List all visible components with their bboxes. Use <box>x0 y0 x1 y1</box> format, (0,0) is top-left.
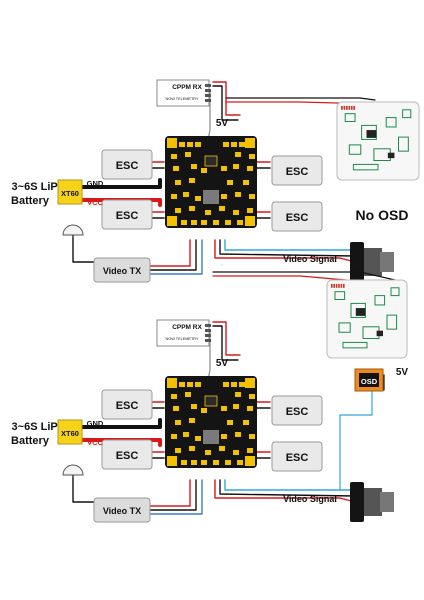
antenna-icon <box>62 464 84 485</box>
esc-rear-right: ESC <box>271 441 323 472</box>
osd-module-icon: OSD <box>354 368 384 392</box>
esc-front-right: ESC <box>271 395 323 426</box>
vcc-label: VCC <box>87 198 103 207</box>
esc-body <box>101 149 153 180</box>
receiver-subtitle: NOW TELEMETRY <box>166 97 199 101</box>
wires <box>72 81 376 275</box>
esc-body <box>271 395 323 426</box>
esc-front-right: ESC <box>271 155 323 186</box>
esc-label: ESC <box>116 450 139 462</box>
esc-body <box>271 441 323 472</box>
wires <box>72 264 396 515</box>
esc-label: ESC <box>286 166 309 178</box>
no-osd-label: No OSD <box>356 207 409 223</box>
rx-power-wire <box>212 321 241 356</box>
power-distribution-board <box>165 136 257 228</box>
esc-front-left: ESC <box>101 149 153 180</box>
esc-body <box>101 439 153 470</box>
esc-body <box>101 199 153 230</box>
esc-label: ESC <box>286 212 309 224</box>
esc-body <box>271 201 323 232</box>
video-signal-wire <box>149 239 203 275</box>
osd-voltage-label: 5V <box>396 367 409 378</box>
esc-label: ESC <box>286 406 309 418</box>
video-signal-label: Video Signal <box>283 494 337 504</box>
battery-label-line1: 3~6S LiPo <box>12 181 65 193</box>
camera-icon <box>350 482 394 522</box>
video-tx-label: Video TX <box>103 506 141 516</box>
flight-controller-icon <box>326 279 408 359</box>
regulator-chip <box>203 190 219 204</box>
osd-label: OSD <box>361 377 378 386</box>
panel-no-osd: CPPM RX NOW TELEMETRY 5V ESC ESC ESC ESC 3~6S L… <box>11 79 420 283</box>
video-tx: Video TX <box>93 257 151 283</box>
esc-label: ESC <box>116 210 139 222</box>
video-tx: Video TX <box>93 497 151 523</box>
board-body <box>165 136 257 228</box>
receiver-subtitle: NOW TELEMETRY <box>166 337 199 341</box>
power-distribution-board <box>165 376 257 468</box>
receiver-title: CPPM RX <box>172 84 202 91</box>
rx-voltage-label: 5V <box>216 118 229 129</box>
camera-icon <box>350 242 394 282</box>
video-tx-body <box>93 497 151 523</box>
regulator-chip <box>203 430 219 444</box>
esc-rear-left: ESC <box>101 199 153 230</box>
receiver-icon <box>156 319 210 347</box>
xt60-connector: XT60 <box>57 419 83 445</box>
gnd-label: GND <box>87 179 104 188</box>
receiver-icon <box>156 79 210 107</box>
esc-body <box>101 389 153 420</box>
esc-rear-right: ESC <box>271 201 323 232</box>
esc-label: ESC <box>286 452 309 464</box>
antenna-icon <box>62 224 84 245</box>
battery-gnd-wire <box>80 418 162 429</box>
receiver: CPPM RX NOW TELEMETRY <box>156 79 211 107</box>
receiver: CPPM RX NOW TELEMETRY <box>156 319 211 347</box>
xt60-label: XT60 <box>61 429 79 438</box>
battery-label-line2: Battery <box>11 435 50 447</box>
esc-rear-left: ESC <box>101 439 153 470</box>
esc-label: ESC <box>116 400 139 412</box>
rx-voltage-label: 5V <box>216 358 229 369</box>
panel-with-osd: CPPM RX NOW TELEMETRY 5V ESC ESC ESC ESC 3~6S L… <box>11 264 409 523</box>
vcc-label: VCC <box>87 438 103 447</box>
video-tx-label: Video TX <box>103 266 141 276</box>
battery-label-line1: 3~6S LiPo <box>12 421 65 433</box>
flight-controller-icon <box>336 101 420 181</box>
video-signal-wire <box>149 479 203 515</box>
esc-label: ESC <box>116 160 139 172</box>
gnd-label: GND <box>87 419 104 428</box>
battery-gnd-wire <box>80 178 162 189</box>
esc-body <box>271 155 323 186</box>
video-tx-body <box>93 257 151 283</box>
xt60-connector: XT60 <box>57 179 83 205</box>
xt60-label: XT60 <box>61 189 79 198</box>
video-signal-label: Video Signal <box>283 254 337 264</box>
battery-label-line2: Battery <box>11 195 50 207</box>
esc-front-left: ESC <box>101 389 153 420</box>
receiver-title: CPPM RX <box>172 324 202 331</box>
board-body <box>165 376 257 468</box>
